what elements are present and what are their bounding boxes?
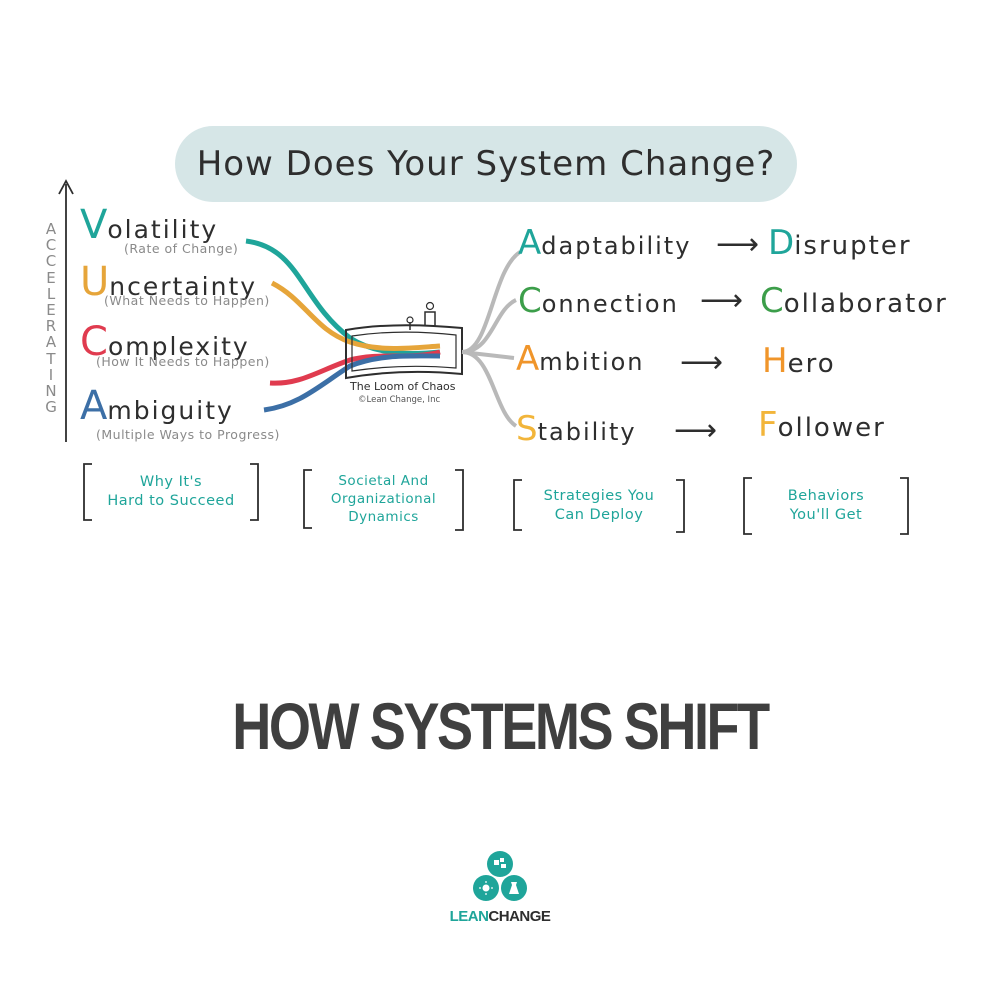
loom-frame xyxy=(345,301,463,380)
vuca-sub-complexity: (How It Needs to Happen) xyxy=(96,354,270,369)
diagram-title: How Does Your System Change? xyxy=(196,144,776,184)
outcome-collaborator: Collaborator xyxy=(760,281,948,321)
bracket-label-societal: Societal And Organizational Dynamics xyxy=(330,473,437,525)
thread-volatility xyxy=(245,238,441,356)
arrow-icon: ⟶ xyxy=(674,413,718,448)
outcome-disrupter: Disrupter xyxy=(768,223,912,263)
loom-copyright: ©Lean Change, Inc xyxy=(358,395,441,405)
vuca-letter: V xyxy=(80,202,108,248)
accelerating-letter: N xyxy=(45,382,57,400)
bracket-societal xyxy=(303,469,464,531)
loom-title: The Loom of Chaos xyxy=(350,380,456,393)
accelerating-arrow xyxy=(58,179,74,442)
thread-ambiguity xyxy=(263,353,441,413)
logo-word-lean: LEAN xyxy=(449,908,489,925)
accelerating-letter: A xyxy=(45,220,57,238)
accelerating-letter: T xyxy=(46,349,56,368)
logo-wordmark: LEANCHANGE xyxy=(440,908,560,925)
logo-word-change: CHANGE xyxy=(488,908,551,925)
vuca-ambiguity: Ambiguity xyxy=(80,383,234,429)
accelerating-letter: C xyxy=(45,252,57,271)
strategy-adaptability: Adaptability xyxy=(518,223,692,263)
accelerating-letter: R xyxy=(45,317,57,336)
arrow-icon: ⟶ xyxy=(716,227,760,262)
accelerating-letter: E xyxy=(46,268,56,287)
vuca-sub-uncertainty: (What Needs to Happen) xyxy=(104,293,270,308)
accelerating-letter: L xyxy=(46,284,56,303)
strategy-stability: Stability xyxy=(516,409,637,449)
accelerating-letter: E xyxy=(46,301,56,319)
accelerating-letter: I xyxy=(48,365,54,384)
vuca-sub-ambiguity: (Multiple Ways to Progress) xyxy=(96,427,280,442)
vuca-complexity: Complexity xyxy=(80,319,250,365)
outcome-follower: Follower xyxy=(758,405,886,445)
vuca-uncertainty: Uncertainty xyxy=(80,259,258,305)
bracket-behaviors xyxy=(743,477,909,535)
vuca-sub-volatility: (Rate of Change) xyxy=(124,241,239,256)
title-banner xyxy=(175,126,797,202)
bracket-label-strategies: Strategies You Can Deploy xyxy=(543,488,655,523)
bracket-label-behaviors: Behaviors You'll Get xyxy=(787,488,865,523)
accelerating-letter: C xyxy=(45,236,57,255)
strategy-ambition: Ambition xyxy=(516,339,645,379)
lean-change-logo xyxy=(473,851,527,901)
strategy-fan xyxy=(461,250,522,428)
bracket-strategies xyxy=(513,479,685,533)
headline: HOW SYSTEMS SHIFT xyxy=(232,689,770,763)
bracket-why xyxy=(83,463,259,521)
bracket-label-why: Why It's Hard to Succeed xyxy=(107,474,235,509)
arrow-icon: ⟶ xyxy=(700,283,744,318)
vuca-volatility: Volatility xyxy=(80,202,219,248)
arrow-icon: ⟶ xyxy=(680,345,724,380)
thread-uncertainty xyxy=(270,280,441,351)
accelerating-letter: G xyxy=(45,398,57,417)
outcome-hero: Hero xyxy=(762,341,836,381)
strategy-connection: Connection xyxy=(518,281,679,321)
accelerating-letter: A xyxy=(45,333,57,352)
